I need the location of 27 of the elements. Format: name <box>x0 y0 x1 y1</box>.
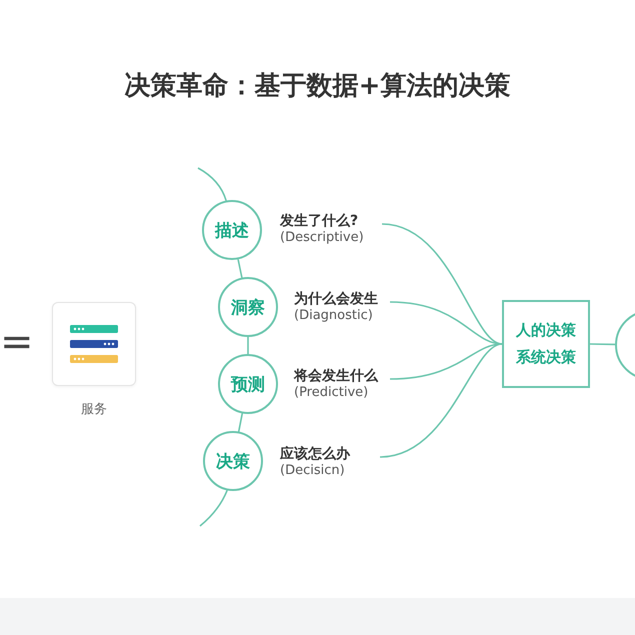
decision-box <box>502 300 590 388</box>
stage-circle: 洞察 <box>218 277 278 337</box>
question-text: 应该怎么办 <box>280 445 352 463</box>
connector-line <box>390 343 502 380</box>
english-term: (Descriptive) <box>280 230 365 245</box>
stage-circle: 决策 <box>203 431 263 491</box>
english-term: (Decisicn) <box>280 463 346 478</box>
equals-sign: = <box>0 322 34 362</box>
question-text: 为什么会发生 <box>294 290 379 308</box>
question-text: 将会发生什么 <box>294 367 380 385</box>
connector-line <box>247 337 249 354</box>
title: 决策革命：基于数据+算法的决策 <box>124 70 512 103</box>
stage-circle: 预测 <box>218 354 278 414</box>
box-text: 系统决策 <box>516 348 576 367</box>
connector-line <box>198 167 227 201</box>
connector-line <box>380 343 502 458</box>
box-text: 人的决策 <box>516 321 576 340</box>
english-term: (Diagnostic) <box>294 308 374 323</box>
connector-line <box>237 259 243 278</box>
question-text: 发生了什么? <box>280 212 360 230</box>
connector-line <box>199 490 228 527</box>
card-label: 服务 <box>81 401 107 418</box>
connector-line <box>590 343 616 346</box>
connector-line <box>390 301 502 345</box>
english-term: (Predictive) <box>294 385 370 400</box>
stage-circle: 描述 <box>202 200 262 260</box>
connector-line <box>238 413 244 432</box>
